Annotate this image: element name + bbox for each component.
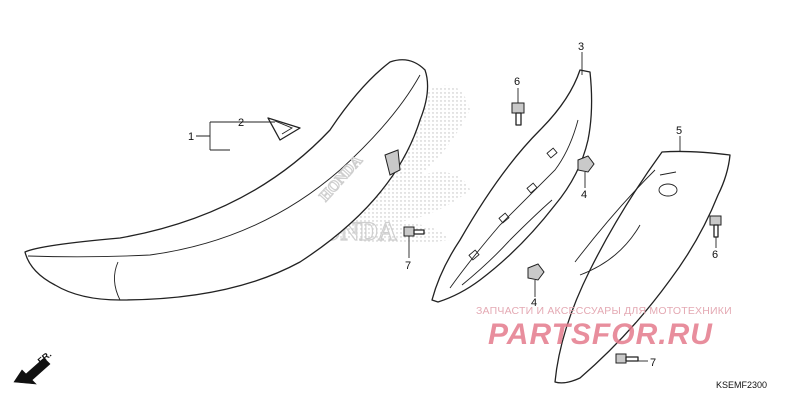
front-arrow: FR.	[13, 349, 53, 385]
leader-lines	[196, 52, 717, 362]
bolt-6-right	[709, 215, 722, 238]
callout-7-lower: 7	[650, 357, 656, 369]
callout-6-upper: 6	[514, 76, 520, 88]
callout-4-lower: 4	[531, 297, 537, 309]
nut-4-lower	[527, 263, 545, 281]
front-arrow-icon	[13, 357, 51, 385]
callout-2: 2	[238, 117, 244, 129]
callout-1: 1	[188, 131, 194, 143]
seat-emblem	[267, 117, 301, 141]
left-side-cover	[431, 69, 593, 303]
bolt-6-upper	[511, 102, 525, 126]
watermark-tagline: ЗАПЧАСТИ И АКСЕССУАРЫ ДЛЯ МОТОТЕХНИКИ	[476, 305, 732, 317]
watermark-brand: PARTSFOR.RU	[488, 318, 713, 351]
diagram-code: KSEMF2300	[716, 380, 768, 390]
seat-assembly: HONDA	[24, 59, 429, 301]
callout-6-right: 6	[712, 249, 718, 261]
callout-3: 3	[578, 41, 584, 53]
bolt-7-lower	[615, 353, 639, 364]
nut-4-upper	[577, 155, 595, 173]
callout-5: 5	[676, 125, 682, 137]
callout-7-upper: 7	[405, 260, 411, 272]
right-side-cover	[554, 150, 731, 384]
callout-4-upper: 4	[581, 189, 587, 201]
